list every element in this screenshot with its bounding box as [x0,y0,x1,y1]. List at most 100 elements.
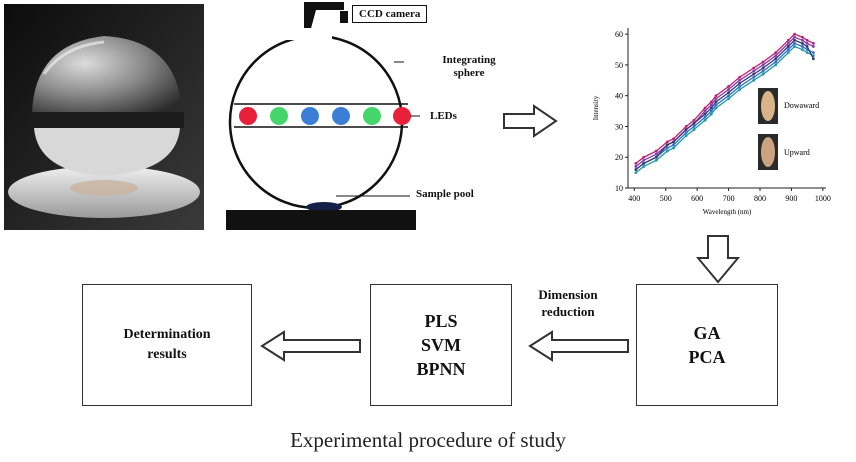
data-point [774,57,778,61]
x-tick-label: 800 [754,194,766,203]
determination-label: Determination [123,327,211,342]
data-point [703,112,707,116]
data-point [703,109,707,113]
data-point [634,171,638,175]
led-blue [301,107,319,125]
instrument-photo [4,4,204,230]
data-point [774,60,778,64]
x-tick-label: 400 [628,194,640,203]
data-point [642,158,646,162]
data-point [654,152,658,156]
pls-label: PLS [424,311,458,331]
data-point [642,155,646,159]
data-point [709,109,713,113]
svm-label: SVM [421,335,461,355]
data-point [812,57,815,61]
data-point [752,75,756,79]
data-point [684,131,688,135]
data-point [774,51,778,55]
data-point [634,161,638,165]
data-point [752,66,756,70]
data-point [786,38,790,42]
data-point [672,140,675,144]
arrow-left-1 [528,330,629,362]
data-point [774,54,778,58]
data-point [801,38,804,42]
data-point [692,125,696,128]
data-point [793,38,796,42]
y-tick-label: 50 [615,61,623,70]
seed-image [761,137,775,167]
data-point [805,45,809,48]
data-point [703,118,707,122]
data-point [665,143,669,147]
x-tick-label: 900 [785,194,797,203]
data-point [801,35,804,39]
data-point [665,140,669,144]
data-point [727,91,730,95]
data-point [665,146,669,150]
data-point [752,69,756,73]
data-point [801,48,804,51]
y-axis-label: Intensity [592,95,600,120]
x-axis-label: Wavelength (nm) [703,208,752,216]
data-point [786,48,790,51]
arrow-down [696,235,740,284]
data-point [727,97,730,101]
arrow-left-2 [260,330,361,362]
data-point [786,41,790,45]
data-point [801,41,804,45]
led-green [363,107,381,125]
data-point [786,51,790,55]
legend-label-upward: Upward [784,148,810,157]
data-point [709,112,713,116]
data-point [801,45,804,48]
data-point [654,149,658,153]
data-point [727,85,730,88]
data-point [692,128,696,131]
data-point [703,106,707,110]
data-point [793,32,796,36]
data-point [684,125,688,128]
data-point [761,66,765,70]
data-point [752,72,756,76]
data-point [692,121,696,125]
integrating-sphere-label: Integrating sphere [442,54,496,79]
data-point [727,94,730,98]
data-point [727,88,730,91]
data-point [714,97,718,101]
data-point [805,51,809,55]
data-point [786,45,790,48]
led-green [270,107,288,125]
models-box: PLS SVM BPNN [370,284,512,406]
data-point [672,137,675,141]
data-point [634,165,638,168]
ccd-camera-label: CCD camera [352,5,428,23]
data-point [709,103,713,107]
data-point [738,85,741,88]
y-tick-label: 30 [615,122,623,131]
y-tick-label: 60 [615,30,623,39]
x-tick-label: 500 [660,194,672,203]
data-point [761,69,765,73]
data-point [684,128,688,131]
data-point [709,100,713,104]
data-point [654,155,658,159]
bpnn-label: BPNN [416,359,466,379]
data-point [703,115,707,119]
led-red [239,107,257,125]
data-point [672,146,675,150]
data-point [805,41,809,45]
dimension-reduction-label: Dimension reduction [508,286,628,320]
sample-pool-label: Sample pool [416,188,474,200]
data-point [714,103,718,107]
data-point [812,45,815,48]
data-point [761,60,765,64]
x-tick-label: 600 [691,194,703,203]
data-point [793,45,796,48]
data-point [684,134,688,138]
integrating-sphere-schematic [226,2,420,230]
data-point [634,168,638,171]
data-point [672,143,675,147]
